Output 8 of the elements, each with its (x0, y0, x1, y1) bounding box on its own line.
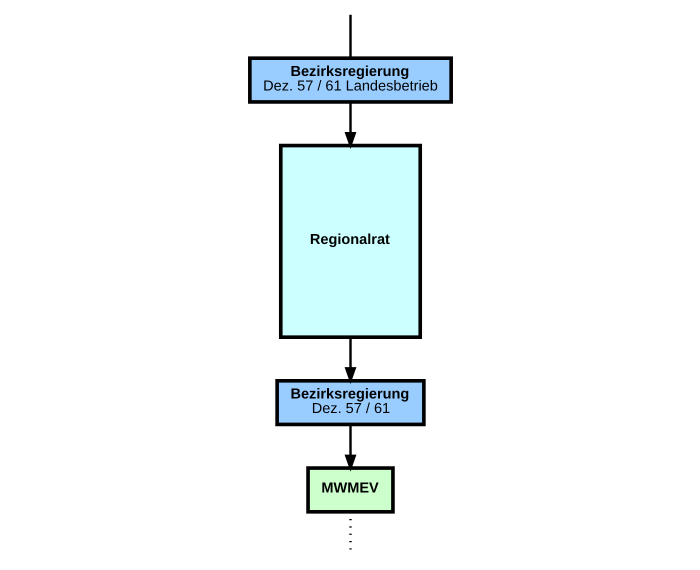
connector (348, 14, 352, 58)
node-box: Regionalrat (278, 144, 422, 339)
arrow (344, 424, 356, 472)
node-box: MWMEV (306, 466, 394, 514)
arrow (344, 337, 356, 384)
arrow (344, 102, 356, 149)
node-box: Bezirksregierung Dez. 57 / 61 Landesbetrieb (248, 56, 452, 104)
node-box: Bezirksregierung Dez. 57 / 61 (274, 378, 426, 426)
